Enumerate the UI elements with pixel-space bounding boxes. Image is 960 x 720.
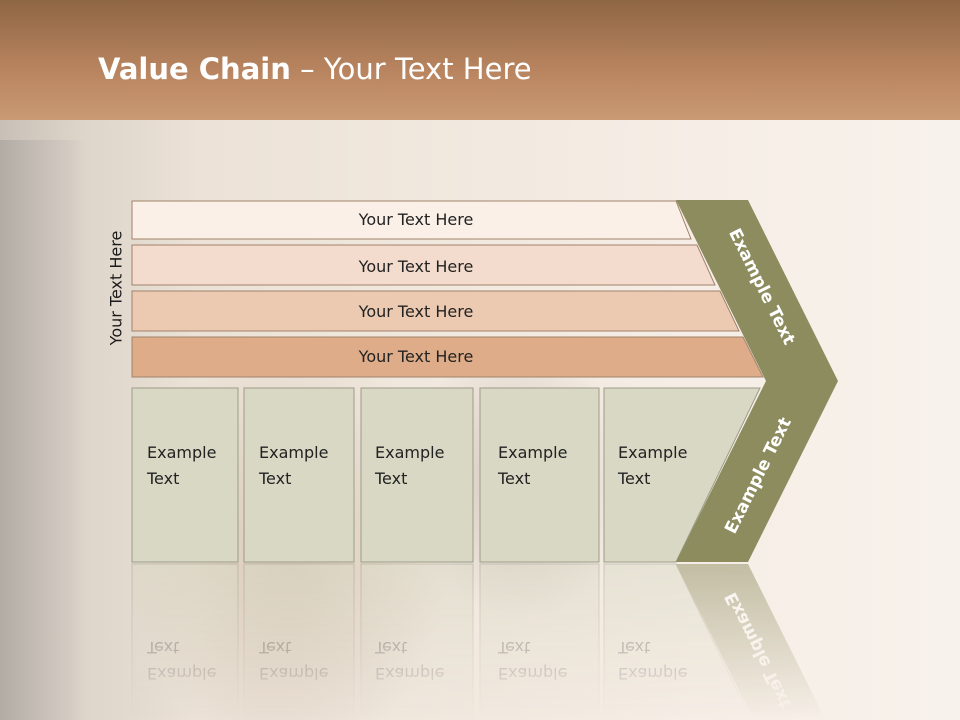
activity-box-1 [131, 387, 239, 563]
background-left-strip [0, 140, 85, 720]
box-5-line2: Text [617, 469, 650, 488]
row-bar-3 [131, 290, 740, 332]
box-3-line2: Text [374, 469, 407, 488]
reflection-box-4-line2: Text [497, 638, 530, 657]
reflection-box-3-line2: Text [374, 638, 407, 657]
reflection-box-3 [360, 563, 474, 720]
row-bar-1 [131, 200, 692, 240]
activity-box-2 [243, 387, 355, 563]
box-3-line1: Example [375, 443, 444, 462]
row-bar-2 [131, 244, 716, 286]
margin-chevron [676, 200, 838, 562]
row-label-4: Your Text Here [358, 347, 474, 366]
reflection-box-2-line2: Text [258, 638, 291, 657]
row-bar-4 [131, 336, 764, 378]
activity-box-3 [360, 387, 474, 563]
row-label-1: Your Text Here [358, 210, 474, 229]
reflection-box-4 [479, 563, 600, 720]
box-5-line1: Example [618, 443, 687, 462]
activity-box-4 [479, 387, 600, 563]
box-2-line2: Text [258, 469, 291, 488]
box-4-line2: Text [497, 469, 530, 488]
diagram-main: Your Text Here Your Text Here Your Text … [131, 200, 838, 563]
reflection-box-5-line1: Example [618, 664, 687, 683]
row-label-2: Your Text Here [358, 257, 474, 276]
reflection-box-5-line2: Text [617, 638, 650, 657]
reflection-box-1 [131, 563, 239, 720]
reflection-box-4-line1: Example [498, 664, 567, 683]
reflection-chevron [676, 564, 826, 720]
box-1-line1: Example [147, 443, 216, 462]
row-bars: Your Text Here Your Text Here Your Text … [131, 200, 764, 378]
reflection-box-1-line2: Text [146, 638, 179, 657]
reflection-box-1-line1: Example [147, 664, 216, 683]
title-bold: Value Chain [98, 52, 291, 86]
title-rest: – Your Text Here [290, 52, 532, 86]
slide-title: Value Chain – Your Text Here [98, 52, 532, 86]
reflection-box-2-line1: Example [259, 664, 328, 683]
diagram-reflection: Example Text Example Text Example Text E… [131, 563, 826, 720]
box-4-line1: Example [498, 443, 567, 462]
reflection-box-2 [243, 563, 355, 720]
activity-boxes: Example Text Example Text Example Text E… [131, 387, 761, 563]
box-1-line2: Text [146, 469, 179, 488]
row-label-3: Your Text Here [358, 302, 474, 321]
reflection-box-3-line1: Example [375, 664, 444, 683]
box-2-line1: Example [259, 443, 328, 462]
